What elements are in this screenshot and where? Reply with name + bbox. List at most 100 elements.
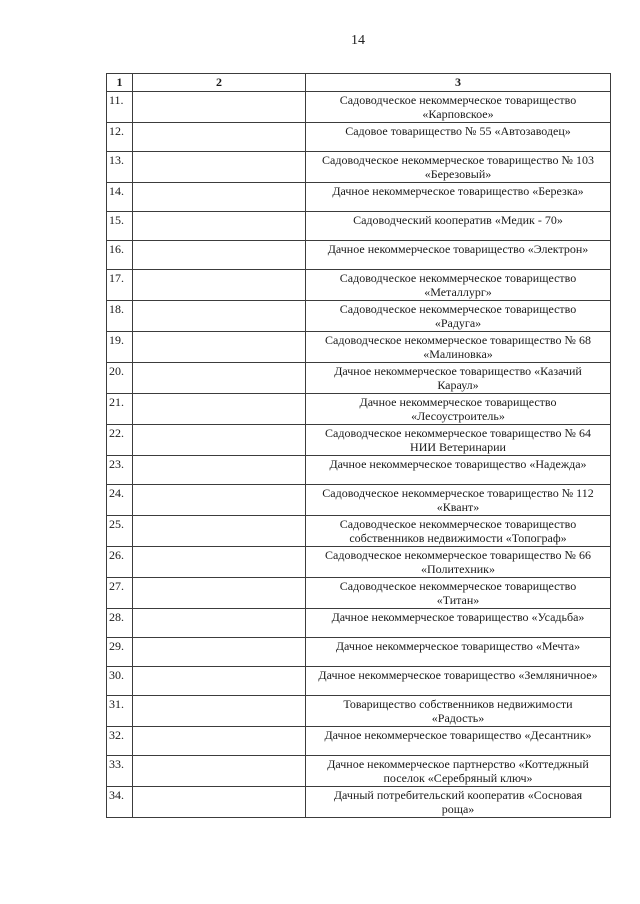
row-number-cell: 18. (106, 300, 133, 332)
col2-empty-cell (132, 122, 306, 152)
col2-empty-cell (132, 786, 306, 818)
org-name-cell: Садоводческое некоммерческое товариществ… (305, 424, 611, 456)
row-number-cell: 27. (106, 577, 133, 609)
table-row: 12. Садовое товарищество № 55 «Автозаводе… (106, 122, 611, 152)
registry-table: 1 2 3 11. Садоводческое некоммерческое то… (106, 73, 611, 818)
row-number-cell: 14. (106, 182, 133, 212)
org-name-cell: Дачное некоммерческое товарищество «Каза… (305, 362, 611, 394)
org-name-cell: Садоводческий кооператив «Медик - 70» (305, 211, 611, 241)
table-row: 33. Дачное некоммерческое партнерство «Ко… (106, 755, 611, 787)
col2-empty-cell (132, 300, 306, 332)
table-row: 21. Дачное некоммерческое товарищество «Л… (106, 393, 611, 425)
table-row: 16. Дачное некоммерческое товарищество «Э… (106, 240, 611, 270)
row-number-cell: 11. (106, 91, 133, 123)
table-row: 15. Садоводческий кооператив «Медик - 70» (106, 211, 611, 241)
org-name-cell: Дачное некоммерческое товарищество «Деса… (305, 726, 611, 756)
col2-empty-cell (132, 608, 306, 638)
table-row: 34. Дачный потребительский кооператив «Со… (106, 786, 611, 818)
row-number-cell: 24. (106, 484, 133, 516)
col2-empty-cell (132, 515, 306, 547)
row-number-cell: 23. (106, 455, 133, 485)
col2-empty-cell (132, 695, 306, 727)
org-name-cell: Садоводческое некоммерческое товариществ… (305, 269, 611, 301)
col2-empty-cell (132, 182, 306, 212)
row-number-cell: 31. (106, 695, 133, 727)
row-number-cell: 16. (106, 240, 133, 270)
col2-empty-cell (132, 393, 306, 425)
row-number-cell: 34. (106, 786, 133, 818)
table-row: 17. Садоводческое некоммерческое товарище… (106, 269, 611, 301)
table-row: 29.Дачное некоммерческое товарищество «М… (106, 637, 611, 667)
org-name-cell: Садоводческое некоммерческое товариществ… (305, 151, 611, 183)
org-name-cell: Дачное некоммерческое товарищество «Лесо… (305, 393, 611, 425)
org-name-cell: Садовое товарищество № 55 «Автозаводец» (305, 122, 611, 152)
org-name-cell: Дачное некоммерческое партнерство «Котте… (305, 755, 611, 787)
table-row: 30. Дачное некоммерческое товарищество «З… (106, 666, 611, 696)
table-row: 20. Дачное некоммерческое товарищество «К… (106, 362, 611, 394)
org-name-cell: Дачное некоммерческое товарищество «Бере… (305, 182, 611, 212)
table-row: 32. Дачное некоммерческое товарищество «Д… (106, 726, 611, 756)
org-name-cell: Дачный потребительский кооператив «Сосно… (305, 786, 611, 818)
org-name-cell: Садоводческое некоммерческое товариществ… (305, 331, 611, 363)
col2-empty-cell (132, 726, 306, 756)
org-name-cell: Садоводческое некоммерческое товариществ… (305, 91, 611, 123)
table-row: 14. Дачное некоммерческое товарищество «Б… (106, 182, 611, 212)
col2-empty-cell (132, 269, 306, 301)
col2-empty-cell (132, 455, 306, 485)
row-number-cell: 33. (106, 755, 133, 787)
page-number: 14 (351, 33, 365, 48)
col2-empty-cell (132, 240, 306, 270)
table-row: 23. Дачное некоммерческое товарищество «Н… (106, 455, 611, 485)
row-number-cell: 22. (106, 424, 133, 456)
col2-empty-cell (132, 91, 306, 123)
column-header-3: 3 (305, 73, 611, 92)
org-name-cell: Садоводческое некоммерческое товариществ… (305, 484, 611, 516)
row-number-cell: 17. (106, 269, 133, 301)
col2-empty-cell (132, 424, 306, 456)
org-name-cell: Дачное некоммерческое товарищество «Элек… (305, 240, 611, 270)
org-name-cell: Садоводческое некоммерческое товариществ… (305, 515, 611, 547)
row-number-cell: 30. (106, 666, 133, 696)
col2-empty-cell (132, 211, 306, 241)
row-number-cell: 32. (106, 726, 133, 756)
table-row: 19. Садоводческое некоммерческое товарище… (106, 331, 611, 363)
col2-empty-cell (132, 546, 306, 578)
table-header-row: 1 2 3 (106, 73, 611, 92)
table-row: 28. Дачное некоммерческое товарищество «У… (106, 608, 611, 638)
col2-empty-cell (132, 362, 306, 394)
row-number-cell: 12. (106, 122, 133, 152)
col2-empty-cell (132, 637, 306, 667)
org-name-cell: Садоводческое некоммерческое товариществ… (305, 546, 611, 578)
row-number-cell: 25. (106, 515, 133, 547)
col2-empty-cell (132, 151, 306, 183)
table-row: 25. Садоводческое некоммерческое товарище… (106, 515, 611, 547)
col2-empty-cell (132, 755, 306, 787)
table-row: 13. Садоводческое некоммерческое товарище… (106, 151, 611, 183)
col2-empty-cell (132, 331, 306, 363)
table-row: 18.Садоводческое некоммерческое товарище… (106, 300, 611, 332)
col2-empty-cell (132, 577, 306, 609)
row-number-cell: 20. (106, 362, 133, 394)
org-name-cell: Дачное некоммерческое товарищество «Земл… (305, 666, 611, 696)
table-row: 27. Садоводческое некоммерческое товарище… (106, 577, 611, 609)
row-number-cell: 28. (106, 608, 133, 638)
table-row: 11. Садоводческое некоммерческое товарище… (106, 91, 611, 123)
col2-empty-cell (132, 666, 306, 696)
row-number-cell: 15. (106, 211, 133, 241)
org-name-cell: Садоводческое некоммерческое товариществ… (305, 577, 611, 609)
row-number-cell: 26. (106, 546, 133, 578)
table-row: 24. Садоводческое некоммерческое товарище… (106, 484, 611, 516)
table-row: 26. Садоводческое некоммерческое товарище… (106, 546, 611, 578)
table-row: 22. Садоводческое некоммерческое товарище… (106, 424, 611, 456)
column-header-2: 2 (132, 73, 306, 92)
org-name-cell: Дачное некоммерческое товарищество «Усад… (305, 608, 611, 638)
col2-empty-cell (132, 484, 306, 516)
table-row: 31. Товарищество собственников недвижимос… (106, 695, 611, 727)
row-number-cell: 19. (106, 331, 133, 363)
org-name-cell: Дачное некоммерческое товарищество «Наде… (305, 455, 611, 485)
row-number-cell: 21. (106, 393, 133, 425)
row-number-cell: 13. (106, 151, 133, 183)
column-header-1: 1 (106, 73, 133, 92)
org-name-cell: Товарищество собственников недвижимости … (305, 695, 611, 727)
